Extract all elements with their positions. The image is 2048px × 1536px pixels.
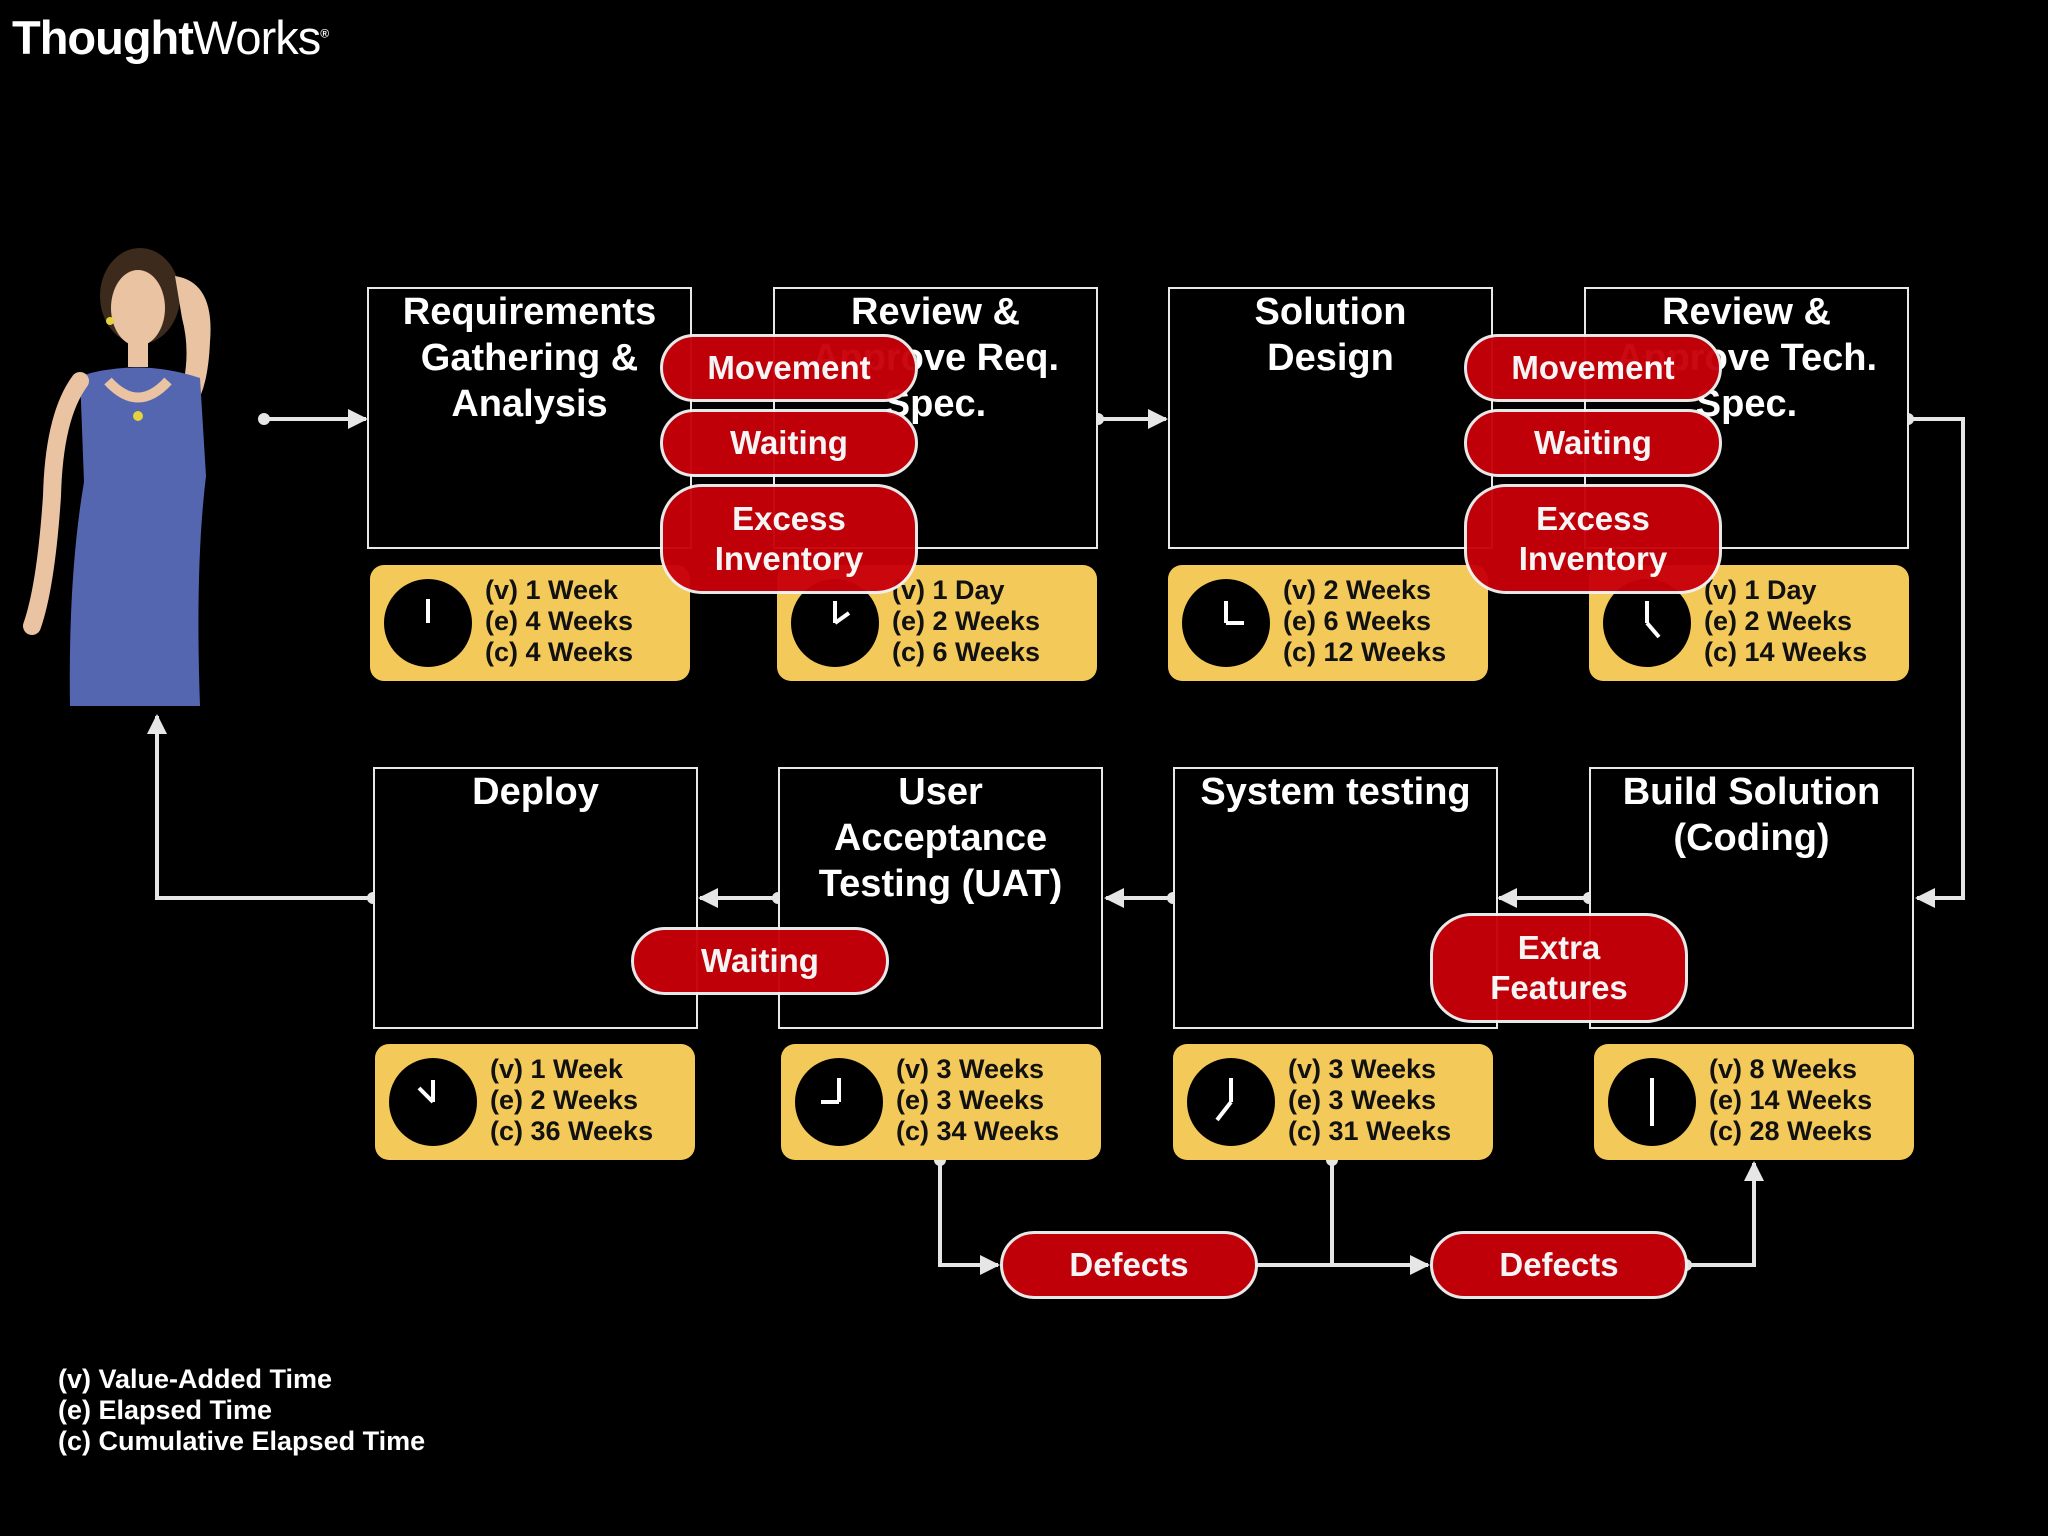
elapsed-time: (e) 14 Weeks	[1709, 1085, 1873, 1115]
elapsed-time: (e) 2 Weeks	[892, 606, 1041, 636]
clock-9-icon	[795, 1058, 883, 1146]
step-title: User Acceptance Testing (UAT)	[818, 771, 1063, 905]
step-title: Solution Design	[1254, 291, 1407, 379]
legend-value-added: (v) Value-Added Time	[58, 1364, 333, 1394]
timing-box-review-req-spec: (v) 1 Day(e) 2 Weeks(c) 6 Weeks	[777, 565, 1097, 681]
clock-7-icon	[1187, 1058, 1275, 1146]
waste-excess-inventory: Excess Inventory	[660, 484, 918, 594]
cumulative-time: (c) 6 Weeks	[892, 637, 1041, 667]
cumulative-time: (c) 4 Weeks	[485, 637, 634, 667]
waste-waiting: Waiting	[660, 409, 918, 477]
timing-box-build-solution: (v) 8 Weeks(e) 14 Weeks(c) 28 Weeks	[1594, 1044, 1914, 1160]
cumulative-time: (c) 14 Weeks	[1704, 637, 1868, 667]
arrow-system-testing-defects	[1330, 1160, 1430, 1275]
step-title: Deploy	[472, 771, 599, 813]
clock-12-icon	[384, 579, 472, 667]
elapsed-time: (e) 3 Weeks	[1288, 1085, 1437, 1115]
elapsed-time: (e) 6 Weeks	[1283, 606, 1432, 636]
timing-box-requirements: (v) 1 Week(e) 4 Weeks(c) 4 Weeks	[370, 565, 690, 681]
step-solution-design: Solution Design	[1168, 287, 1493, 549]
waste-excess-inventory: Excess Inventory	[1464, 484, 1722, 594]
legend-cumulative: (c) Cumulative Elapsed Time	[58, 1426, 426, 1456]
value-added-time: (v) 3 Weeks	[896, 1054, 1045, 1084]
waste-defects: Defects	[1000, 1231, 1258, 1299]
value-added-time: (v) 3 Weeks	[1288, 1054, 1437, 1084]
arrow-uat-defects	[938, 1160, 1000, 1275]
clock-3-icon	[1182, 579, 1270, 667]
waste-extra-features: Extra Features	[1430, 913, 1688, 1023]
value-added-time: (v) 1 Week	[490, 1054, 624, 1084]
customer-figure	[23, 248, 211, 706]
value-added-time: (v) 1 Day	[1704, 575, 1817, 605]
thoughtworks-logo: ThoughtWorks®	[12, 11, 329, 64]
arrow-defects-to-build	[1686, 1161, 1764, 1267]
clock-6-icon	[1608, 1058, 1696, 1146]
waste-movement: Movement	[1464, 334, 1722, 402]
value-added-time: (v) 2 Weeks	[1283, 575, 1432, 605]
step-requirements: Requirements Gathering & Analysis	[367, 287, 692, 549]
timing-box-system-testing: (v) 3 Weeks(e) 3 Weeks(c) 31 Weeks	[1173, 1044, 1493, 1160]
value-added-time: (v) 8 Weeks	[1709, 1054, 1858, 1084]
timing-box-deploy: (v) 1 Week(e) 2 Weeks(c) 36 Weeks	[375, 1044, 695, 1160]
legend-elapsed: (e) Elapsed Time	[58, 1395, 273, 1425]
cumulative-time: (c) 36 Weeks	[490, 1116, 654, 1146]
elapsed-time: (e) 4 Weeks	[485, 606, 634, 636]
cumulative-time: (c) 12 Weeks	[1283, 637, 1447, 667]
cumulative-time: (c) 28 Weeks	[1709, 1116, 1873, 1146]
step-title: Build Solution (Coding)	[1622, 771, 1881, 859]
value-added-time: (v) 1 Week	[485, 575, 619, 605]
arrow-review-tech-to-build	[1908, 417, 1965, 908]
arrow-deploy-to-customer	[147, 714, 373, 900]
waste-defects: Defects	[1430, 1231, 1688, 1299]
legend: (v) Value-Added Time (e) Elapsed Time (c…	[58, 1364, 425, 1457]
waste-waiting: Waiting	[1464, 409, 1722, 477]
step-title: Requirements Gathering & Analysis	[402, 291, 657, 425]
value-added-time: (v) 1 Day	[892, 575, 1005, 605]
clock-5-icon	[1603, 579, 1691, 667]
step-title: Review & Approve Tech. Spec.	[1616, 291, 1878, 425]
waste-movement: Movement	[660, 334, 918, 402]
cumulative-time: (c) 31 Weeks	[1288, 1116, 1452, 1146]
timing-box-uat: (v) 3 Weeks(e) 3 Weeks(c) 34 Weeks	[781, 1044, 1101, 1160]
elapsed-time: (e) 2 Weeks	[490, 1085, 639, 1115]
waste-waiting: Waiting	[631, 927, 889, 995]
connector-dot	[258, 413, 270, 425]
clock-11-icon	[389, 1058, 477, 1146]
step-title: System testing	[1200, 771, 1471, 813]
elapsed-time: (e) 2 Weeks	[1704, 606, 1853, 636]
clock-4-icon	[791, 579, 879, 667]
timing-box-solution-design: (v) 2 Weeks(e) 6 Weeks(c) 12 Weeks	[1168, 565, 1488, 681]
cumulative-time: (c) 34 Weeks	[896, 1116, 1060, 1146]
elapsed-time: (e) 3 Weeks	[896, 1085, 1045, 1115]
